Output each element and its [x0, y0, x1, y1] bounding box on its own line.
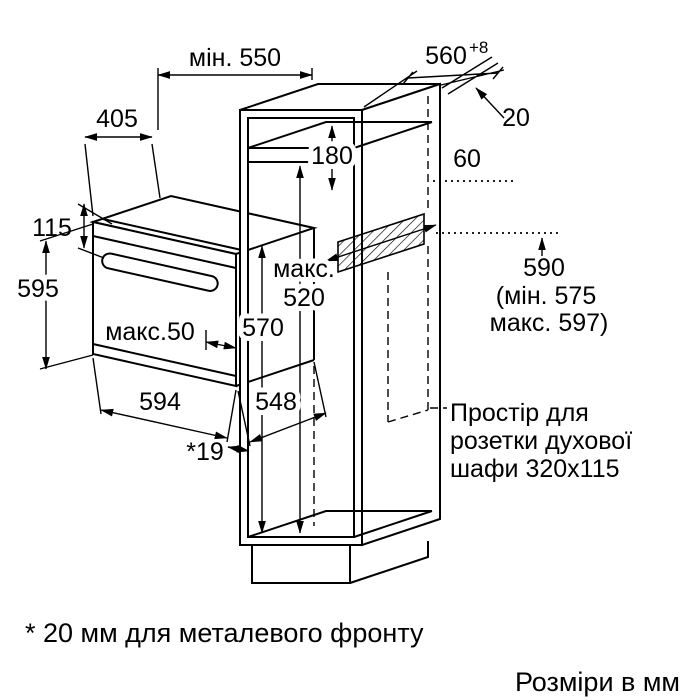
socket-note-line1: Простір для: [450, 399, 589, 427]
dim-405-label: 405: [96, 105, 138, 133]
cabinet-shelf: [247, 121, 433, 163]
dim-60-label: 60: [453, 145, 481, 173]
dim-19-label: *19: [186, 438, 224, 466]
units-note: Розміри в мм: [515, 667, 680, 697]
oven-handle: [101, 252, 219, 292]
dim-560-label: 560: [425, 42, 467, 70]
dimension-labels: мін. 550 560 +8 405 115 595 макс. 520 57…: [12, 38, 609, 466]
cabinet-interior-floor: [247, 510, 433, 538]
dim-590-label: 590: [523, 254, 565, 282]
socket-space: [325, 212, 437, 274]
dim-548-label: 548: [255, 388, 297, 416]
socket-note-line2: розетки духової: [450, 427, 632, 455]
dim-50-line: [205, 340, 237, 350]
dim-590-min-label: (мін. 575: [496, 282, 596, 310]
dim-520-max-label: макс.: [273, 255, 335, 283]
dim-20-label: 20: [502, 104, 530, 132]
hidden-edges-dashed: [313, 96, 447, 526]
dim-590-max-label: макс. 597): [490, 309, 609, 337]
dim-19-line: [227, 444, 250, 454]
cabinet-drawing: [239, 82, 447, 584]
dim-570-label: 570: [242, 314, 284, 342]
dim-520-label: 520: [283, 284, 325, 312]
dimension-arrow-lines: [42, 71, 546, 534]
dim-560-tolerance: +8: [469, 38, 488, 57]
oven-detail-lines: [92, 218, 315, 387]
cabinet-right-face: [361, 82, 441, 547]
dim-595-label: 595: [17, 275, 59, 303]
dim-115-label: 115: [32, 214, 72, 242]
dim-20-leader: [475, 87, 505, 119]
dotted-reference-lines: [433, 180, 560, 234]
dim-594-label: 594: [139, 388, 181, 416]
socket-note-line3: шафи 320x115: [450, 455, 620, 483]
dim-548-line: [249, 412, 327, 443]
dim-50-label: макс.50: [105, 318, 195, 346]
footnote-metal-front: * 20 мм для металевого фронту: [25, 618, 424, 648]
dim-180-label: 180: [311, 142, 353, 170]
oven-drawing: [89, 194, 318, 388]
socket-hatched-area: [337, 212, 425, 274]
dim-min550-label: мін. 550: [189, 44, 281, 72]
dim-594-line: [100, 408, 228, 440]
socket-note: Простір для розетки духової шафи 320x115: [450, 399, 632, 483]
cabinet-plinth: [251, 541, 429, 584]
